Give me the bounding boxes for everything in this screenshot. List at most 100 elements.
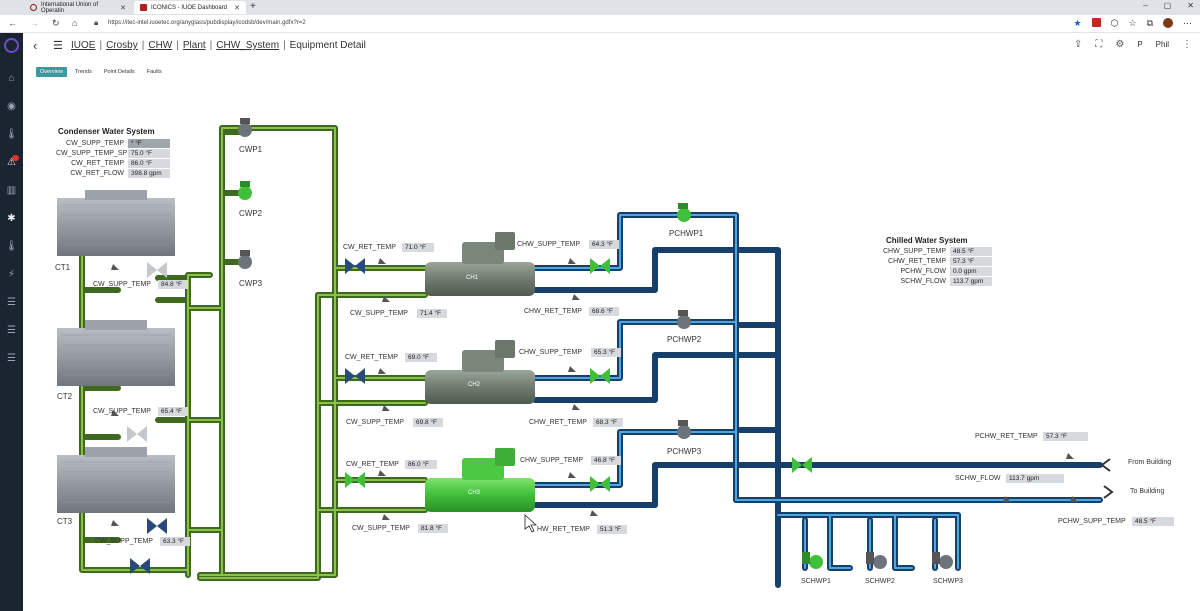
chiller-ch3[interactable] — [425, 448, 535, 512]
breadcrumb-chw-system[interactable]: CHW_System — [216, 40, 280, 51]
ct3-label: CT3 — [57, 517, 73, 526]
list-icon[interactable]: ☰ — [7, 325, 16, 336]
chw-supp-temp-label: CHW_SUPP_TEMP — [882, 248, 946, 255]
browser-tab-iuoe[interactable]: International Union of Operatin ✕ — [24, 1, 132, 14]
valve-ch2-chw[interactable] — [590, 368, 610, 384]
cooling-tower-ct3[interactable] — [57, 447, 175, 513]
list-icon[interactable]: ☰ — [7, 353, 16, 364]
pchw-flow-label: PCHW_FLOW — [900, 268, 947, 275]
schwp3-label: SCHWP3 — [933, 578, 963, 585]
pdf-extension-icon[interactable] — [1091, 18, 1101, 27]
close-window-icon[interactable]: ✕ — [1187, 1, 1194, 10]
energy-bolt-icon[interactable]: ⚡︎ — [7, 269, 16, 280]
ct1-supp-value: 84.8 °F — [158, 280, 188, 289]
list-icon[interactable]: ☰ — [7, 297, 16, 308]
valve-bypass[interactable] — [792, 457, 812, 473]
sensor-icon[interactable]: 🌡︎ — [5, 241, 18, 252]
valve-ch3-chw[interactable] — [590, 476, 610, 492]
valve-ct3[interactable] — [147, 518, 167, 534]
site-favicon-icon — [30, 4, 37, 11]
pump-pchwp1[interactable] — [677, 203, 691, 222]
breadcrumb-plant[interactable]: Plant — [182, 40, 206, 51]
chw-ret-temp-label: CHW_RET_TEMP — [888, 258, 946, 265]
ch1-cw-supp-label: CW_SUPP_TEMP — [350, 310, 408, 317]
pump-pchwp3[interactable] — [677, 420, 691, 439]
tab-trends[interactable]: Trends — [74, 69, 92, 75]
pump-cwp1[interactable] — [238, 118, 252, 137]
fullscreen-icon[interactable]: ⛶ — [1095, 39, 1103, 50]
maximize-icon[interactable]: ▢ — [1163, 1, 1172, 10]
bookmark-star-icon[interactable]: ★ — [1073, 18, 1082, 28]
pump-schwp1[interactable] — [802, 552, 823, 569]
address-bar: ← → ↻ ⌂ 🔒︎ https://itec-intel.iuoetec.or… — [0, 15, 1200, 33]
chw-ret-temp-value: 57.3 °F — [950, 257, 992, 266]
new-tab-icon[interactable]: + — [250, 1, 256, 12]
ch2-cw-ret-value: 69.0 °F — [405, 353, 437, 362]
tab-faults[interactable]: Faults — [146, 69, 162, 75]
alarm-warning-icon[interactable]: ⚠ — [7, 157, 16, 168]
valve-ch3-cw[interactable] — [345, 472, 365, 488]
pump-cwp3[interactable] — [238, 250, 252, 269]
site-info-icon[interactable]: 🔒︎ — [94, 18, 99, 27]
cw-supp-temp-value: * °F — [128, 139, 170, 148]
from-building-arrow-icon — [1100, 458, 1111, 472]
browser-tab-bar: International Union of Operatin ✕ ICONIC… — [0, 0, 1200, 15]
breadcrumb-crosby[interactable]: Crosby — [106, 40, 138, 51]
cooling-tower-ct2[interactable] — [57, 320, 175, 386]
cooling-tower-ct1[interactable] — [57, 190, 175, 256]
share-icon[interactable]: ⇪ — [1073, 39, 1083, 50]
home-icon[interactable]: ⌂ — [8, 73, 15, 84]
valve-ch1-cw[interactable] — [345, 258, 365, 274]
window-controls: – ▢ ✕ — [1143, 1, 1194, 10]
user-initial[interactable]: P — [1137, 40, 1143, 49]
back-chevron-icon[interactable]: ‹ — [33, 38, 38, 53]
breadcrumb-iuoe[interactable]: IUOE — [71, 40, 96, 51]
hamburger-menu-icon[interactable]: ☰ — [53, 40, 63, 52]
collections-icon[interactable]: ⧉ — [1146, 18, 1153, 28]
thermometer-icon[interactable]: 🌡︎ — [5, 129, 18, 140]
map-icon[interactable]: ▥ — [6, 185, 17, 196]
valve-cw-return[interactable] — [130, 558, 150, 574]
pump-pchwp2[interactable] — [677, 310, 691, 329]
chiller-ch2[interactable] — [425, 340, 535, 404]
ch3-cw-ret-value: 86.0 °F — [405, 460, 437, 469]
favorites-icon[interactable]: ☆ — [1128, 18, 1137, 28]
more-vertical-icon[interactable]: ⋮ — [1182, 39, 1192, 50]
valve-ch1-chw[interactable] — [590, 258, 610, 274]
ch3-chw-ret-value: 51.3 °F — [597, 525, 627, 534]
pump-schwp3[interactable] — [932, 552, 953, 569]
minimize-icon[interactable]: – — [1143, 1, 1148, 10]
url-text[interactable]: https://itec-intel.iuoetec.org/anyglass/… — [108, 20, 306, 26]
tab-point-details[interactable]: Point Details — [103, 69, 135, 75]
ch1-chw-supp-label: CHW_SUPP_TEMP — [517, 241, 581, 248]
profile-avatar-icon[interactable] — [1163, 18, 1173, 28]
ct1-label: CT1 — [55, 263, 71, 272]
valve-ct2[interactable] — [127, 426, 147, 442]
browser-forward-icon[interactable]: → — [30, 18, 39, 28]
view-tabs: Overview Trends Point Details Faults — [36, 67, 166, 77]
valve-ch2-cw[interactable] — [345, 368, 365, 384]
ch3-cw-supp-label: CW_SUPP_TEMP — [352, 525, 410, 532]
browser-tab-iconics[interactable]: ICONICS - IUOE Dashboard ✕ — [134, 1, 246, 14]
pchwp2-label: PCHWP2 — [667, 335, 702, 344]
close-icon[interactable]: ✕ — [120, 4, 126, 12]
user-name[interactable]: Phil — [1155, 40, 1169, 49]
close-icon[interactable]: ✕ — [234, 4, 240, 12]
browser-back-icon[interactable]: ← — [8, 18, 17, 28]
valve-ct1[interactable] — [147, 262, 167, 278]
valves — [127, 258, 812, 574]
pump-cwp2[interactable] — [238, 181, 252, 200]
tab-overview[interactable]: Overview — [36, 67, 67, 77]
pump-schwp2[interactable] — [866, 552, 887, 569]
hvac-fan-icon[interactable]: ✱ — [7, 213, 16, 224]
settings-gear-icon[interactable]: ⚙ — [1115, 39, 1125, 50]
home-icon[interactable]: ⌂ — [72, 18, 78, 28]
chiller-ch1[interactable] — [425, 232, 535, 296]
eye-icon[interactable]: ◉ — [7, 101, 16, 112]
mouse-cursor-icon — [524, 514, 538, 533]
reload-icon[interactable]: ↻ — [52, 18, 60, 28]
breadcrumb-chw[interactable]: CHW — [148, 40, 173, 51]
cwp2-label: CWP2 — [239, 209, 263, 218]
extension-icon[interactable]: ⬡ — [1110, 18, 1119, 28]
more-icon[interactable]: ⋯ — [1183, 18, 1192, 28]
